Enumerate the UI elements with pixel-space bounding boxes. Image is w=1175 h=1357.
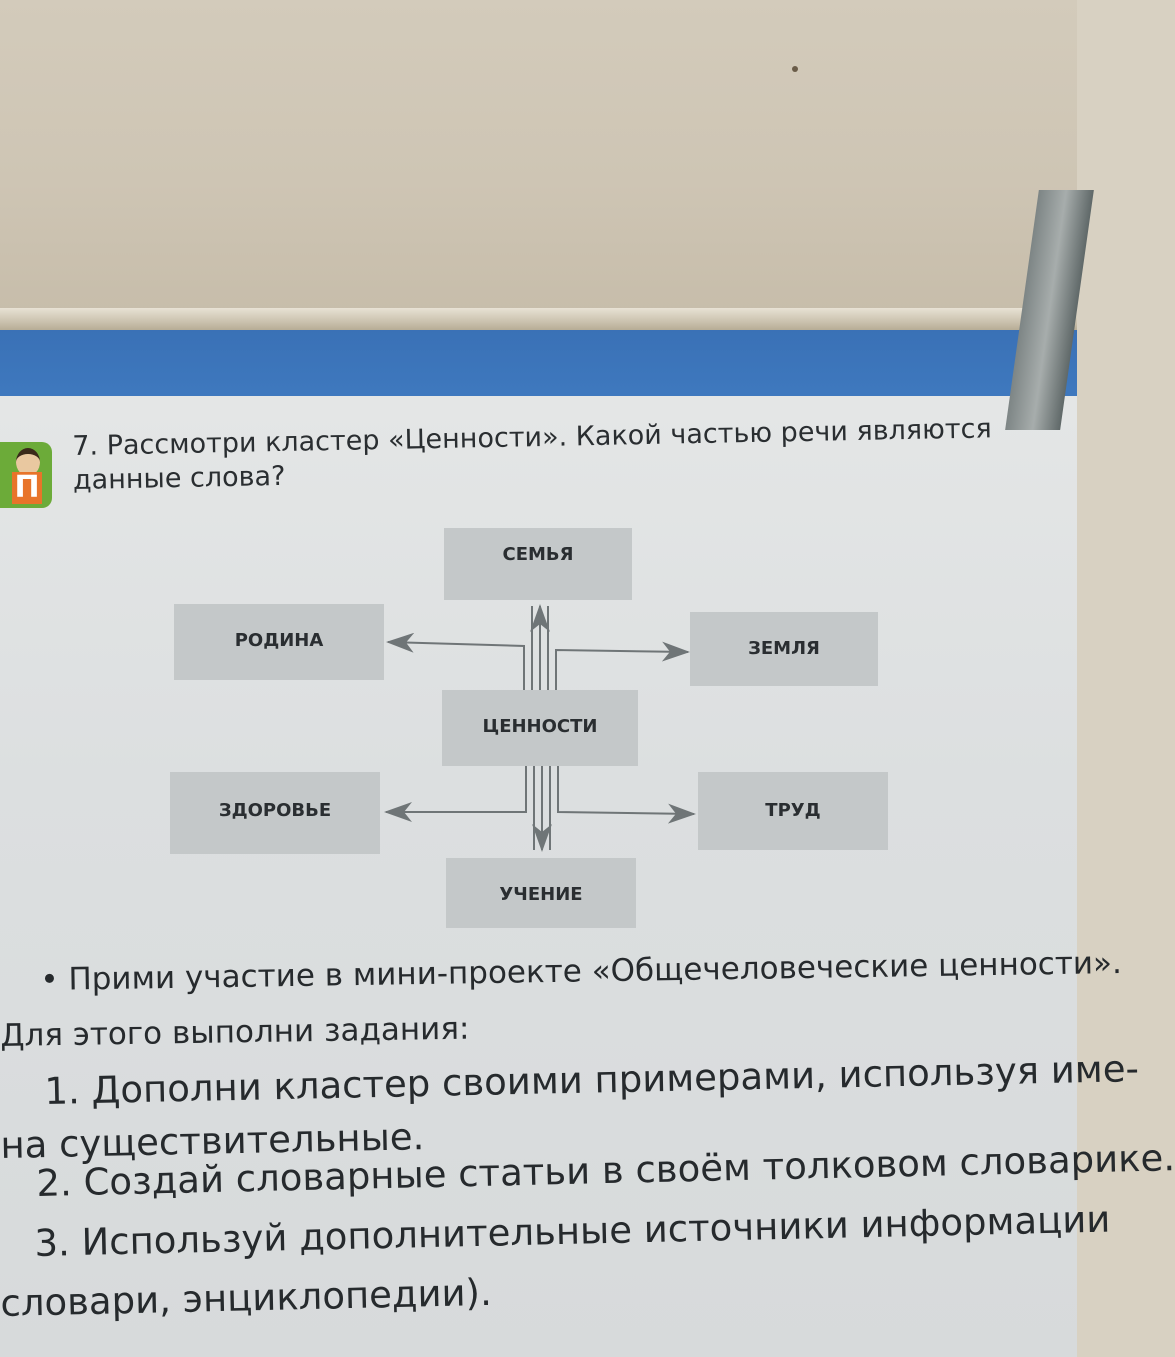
box-center — [442, 690, 638, 766]
label-center: ЦЕННОСТИ — [482, 716, 598, 737]
label-left-bottom: ЗДОРОВЬЕ — [218, 800, 332, 821]
pencil-project-icon: П — [0, 442, 52, 508]
box-bottom — [446, 858, 636, 928]
cluster-arrows — [384, 604, 696, 852]
desk-background — [0, 0, 1077, 330]
box-left-top — [174, 604, 384, 680]
box-right-top — [690, 612, 878, 686]
label-right-top: ЗЕМЛЯ — [748, 638, 820, 659]
box-top — [444, 528, 632, 600]
desk-spot — [792, 66, 798, 72]
label-left-top: РОДИНА — [234, 630, 324, 651]
label-bottom: УЧЕНИЕ — [499, 884, 583, 905]
box-right-bottom — [698, 772, 888, 850]
icon-glyph: П — [14, 470, 40, 505]
label-right-bottom: ТРУД — [765, 800, 821, 821]
box-left-bottom — [170, 772, 380, 854]
avatar — [16, 448, 40, 476]
glyph-background — [12, 472, 42, 504]
board-edge — [0, 308, 1077, 332]
label-top: СЕМЬЯ — [502, 544, 574, 565]
mini-project-intro: Для этого выполни задания: — [0, 1010, 470, 1054]
